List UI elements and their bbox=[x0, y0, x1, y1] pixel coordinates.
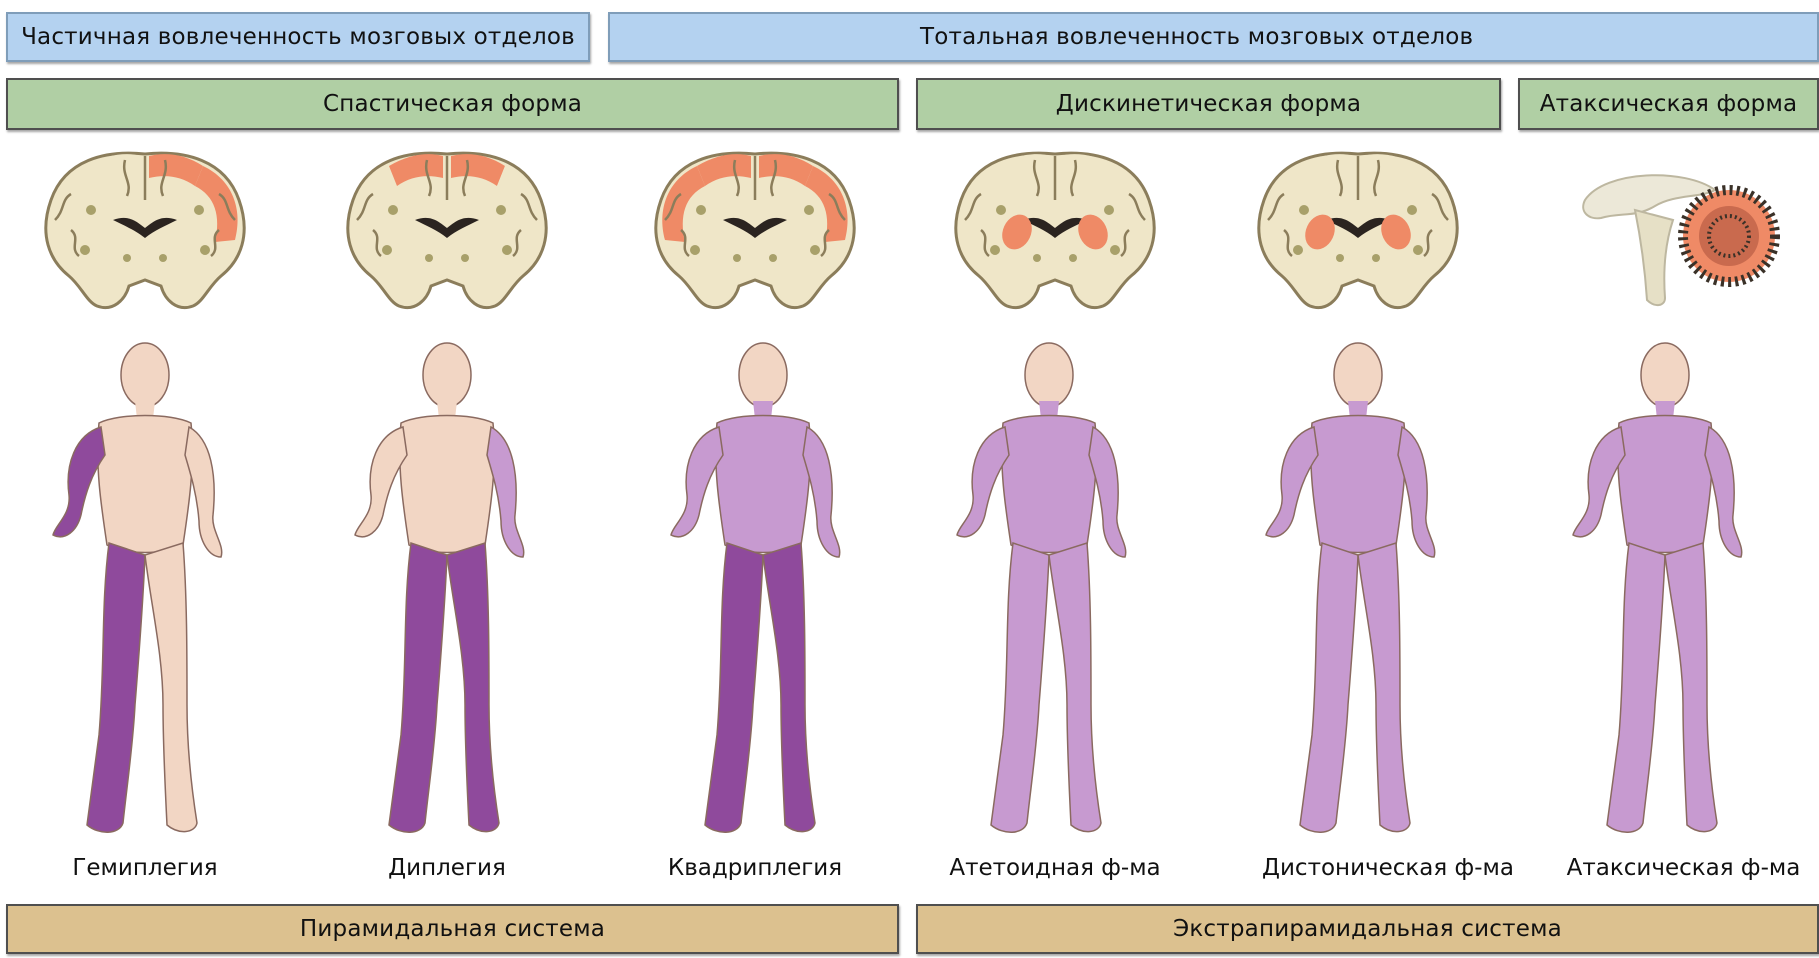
brain-sagittal-icon bbox=[1515, 140, 1815, 340]
panel-hemiplegia bbox=[0, 140, 295, 880]
body-figure-ataxic bbox=[1515, 335, 1815, 855]
panel-ataxic bbox=[1515, 140, 1815, 880]
extrapyramidal-system-footer: Экстрапирамидальная система bbox=[916, 904, 1819, 954]
brain-coronal-icon bbox=[297, 140, 597, 340]
caption-ataxic: Атаксическая ф-ма bbox=[1548, 855, 1819, 881]
brain-coronal-icon bbox=[1208, 140, 1508, 340]
caption-athetoid: Атетоидная ф-ма bbox=[905, 855, 1205, 881]
caption-diplegia: Диплегия bbox=[297, 855, 597, 881]
body-figure-athetoid bbox=[905, 335, 1205, 855]
caption-quadriplegia: Квадриплегия bbox=[605, 855, 905, 881]
ataxic-form-label: Атаксическая форма bbox=[1540, 91, 1798, 117]
body-figure-quadriplegia bbox=[605, 335, 905, 855]
total-involvement-header: Тотальная вовлеченность мозговых отделов bbox=[608, 12, 1819, 62]
dyskinetic-form-label: Дискинетическая форма bbox=[1056, 91, 1361, 117]
brain-coronal-icon bbox=[0, 140, 295, 340]
caption-hemiplegia: Гемиплегия bbox=[0, 855, 295, 881]
panel-quadriplegia bbox=[605, 140, 905, 880]
ataxic-form-header: Атаксическая форма bbox=[1518, 78, 1819, 130]
partial-involvement-label: Частичная вовлеченность мозговых отделов bbox=[21, 24, 575, 50]
panel-dystonic bbox=[1208, 140, 1508, 880]
dyskinetic-form-header: Дискинетическая форма bbox=[916, 78, 1501, 130]
body-figure-diplegia bbox=[297, 335, 597, 855]
body-figure-hemiplegia bbox=[0, 335, 295, 855]
extrapyramidal-system-label: Экстрапирамидальная система bbox=[1173, 916, 1562, 942]
pyramidal-system-label: Пирамидальная система bbox=[300, 916, 605, 942]
caption-dystonic: Дистоническая ф-ма bbox=[1238, 855, 1538, 881]
pyramidal-system-footer: Пирамидальная система bbox=[6, 904, 899, 954]
spastic-form-label: Спастическая форма bbox=[323, 91, 582, 117]
panel-athetoid bbox=[905, 140, 1205, 880]
brain-coronal-icon bbox=[905, 140, 1205, 340]
spastic-form-header: Спастическая форма bbox=[6, 78, 899, 130]
total-involvement-label: Тотальная вовлеченность мозговых отделов bbox=[920, 24, 1473, 50]
body-figure-dystonic bbox=[1208, 335, 1508, 855]
brain-coronal-icon bbox=[605, 140, 905, 340]
partial-involvement-header: Частичная вовлеченность мозговых отделов bbox=[6, 12, 590, 62]
panel-diplegia bbox=[297, 140, 597, 880]
